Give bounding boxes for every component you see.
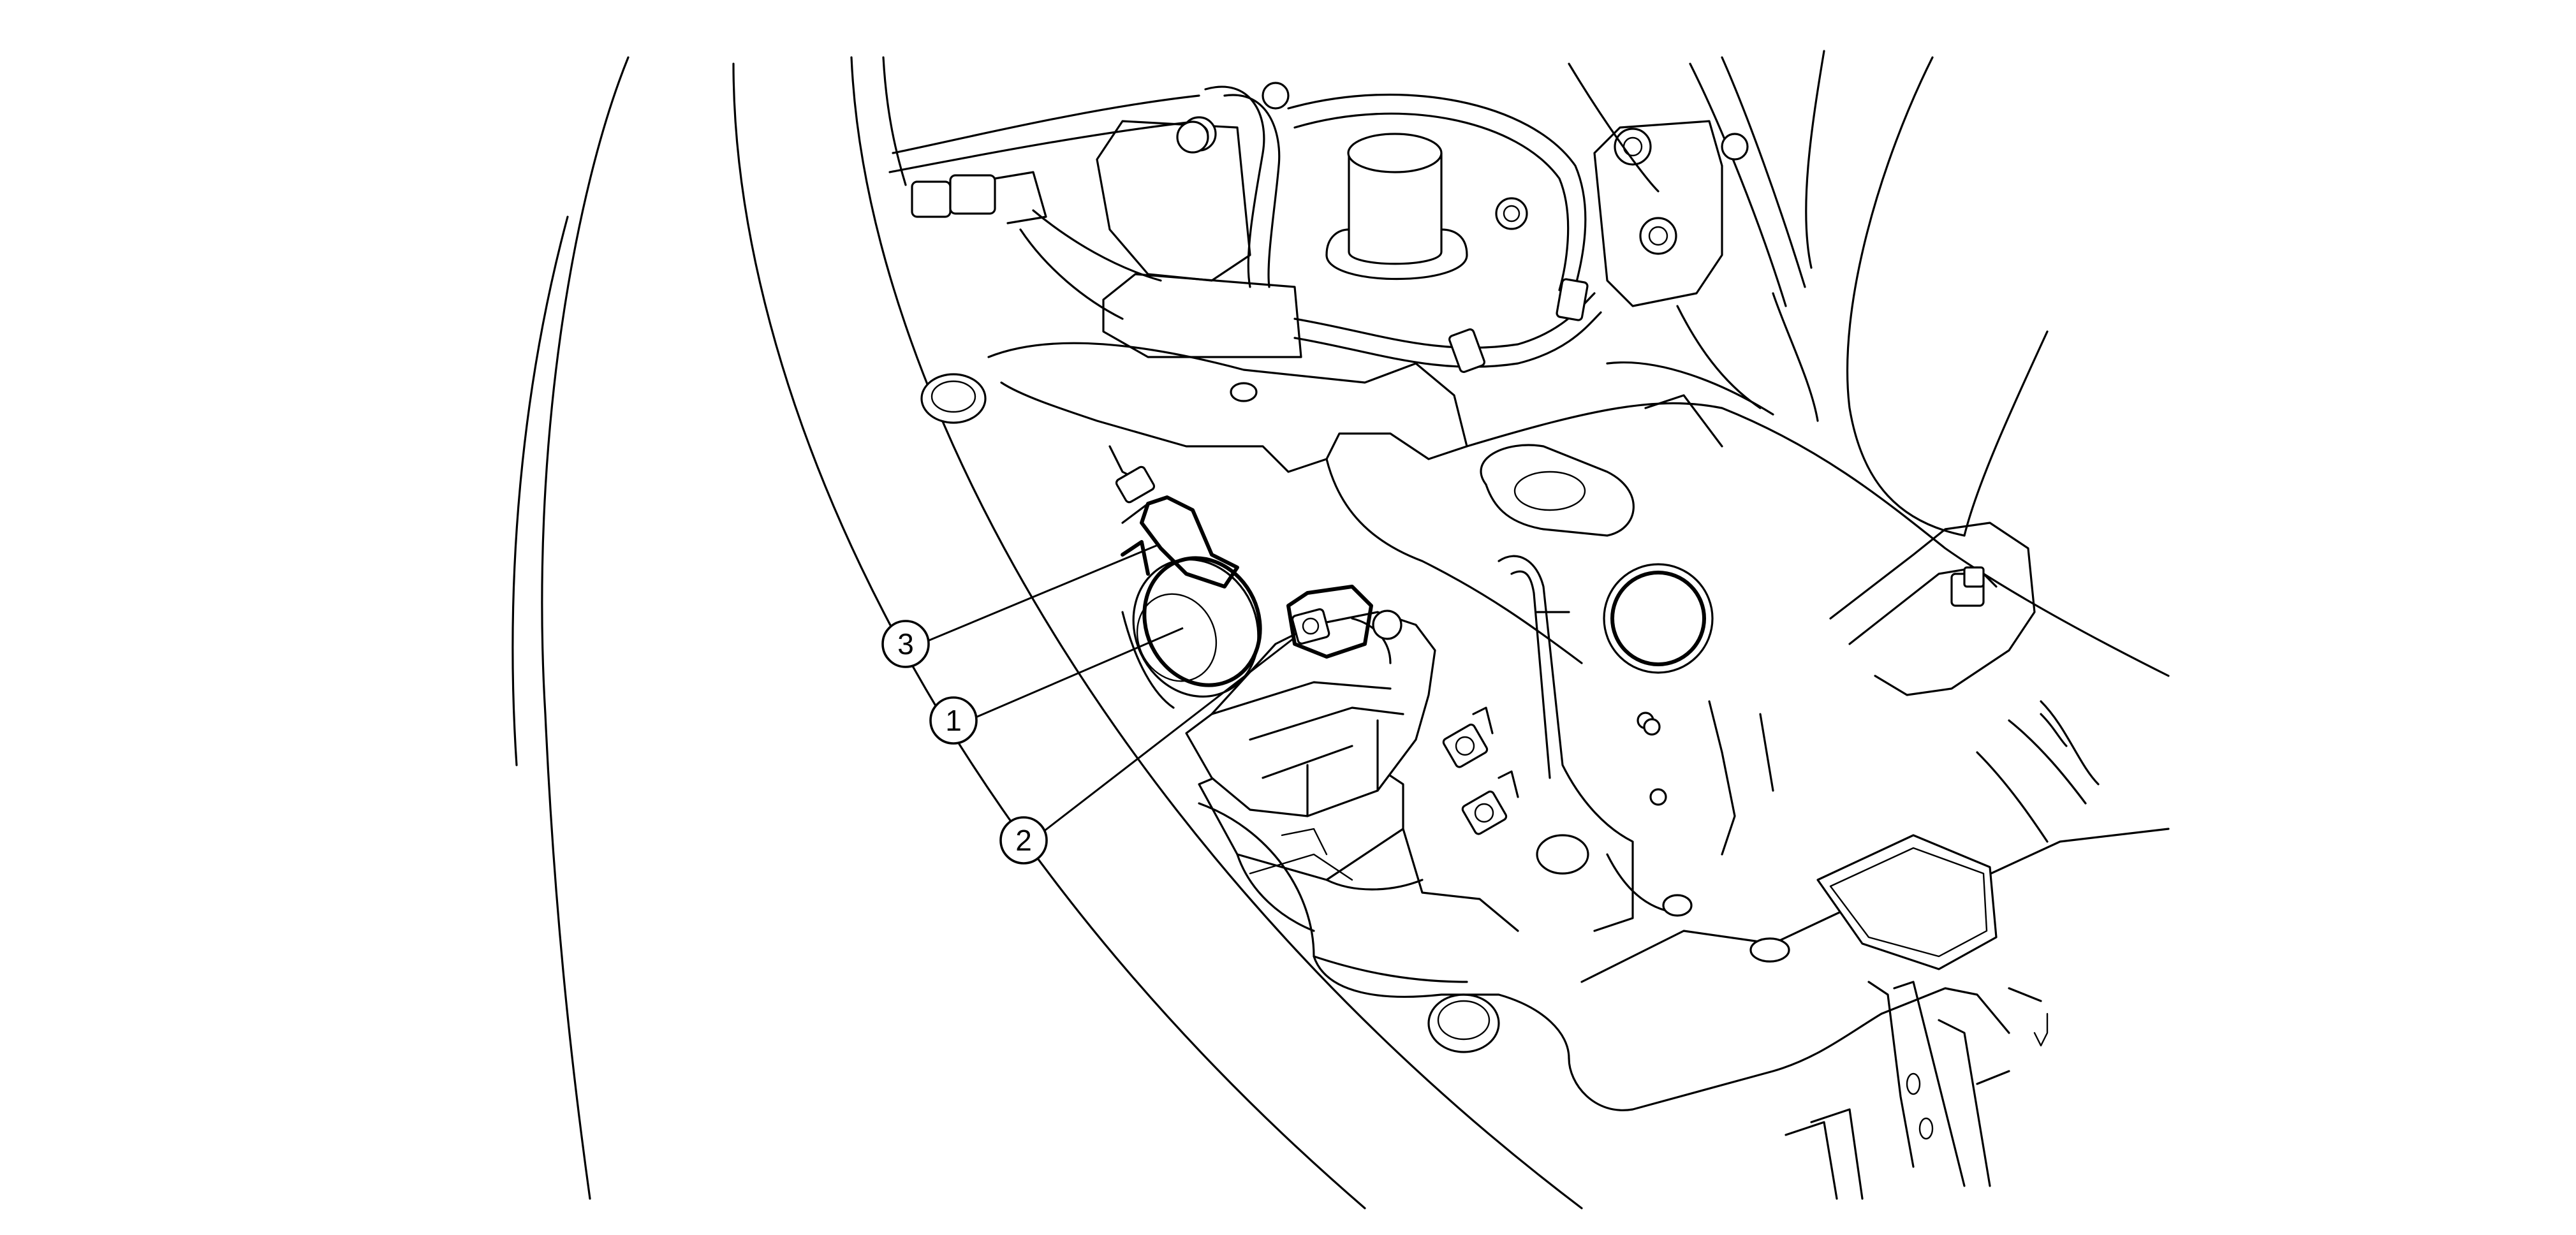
callout-1: 1 [929,696,978,745]
callout-1-label: 1 [945,704,962,737]
upper-right-bracket [1176,56,1806,409]
lower-frame-rail [1198,802,2170,1111]
top-hoses [1204,85,1602,373]
lower-right-bracket [1785,981,2049,1200]
center-vertical-bracket [1498,555,1693,932]
leader-lines [927,544,1295,833]
engine-mount-bracket [1185,610,1436,817]
bracket-item-3 [1108,445,1239,588]
grommets [920,373,1500,1053]
cross-member-frame [987,342,2170,677]
fender-outline [512,56,1583,1209]
leader-line-2 [1042,636,1295,833]
center-bolts [1442,706,1519,835]
bolt-item-2 [1286,585,1373,659]
callout-2: 2 [999,816,1048,865]
callout-2-label: 2 [1015,824,1032,857]
upper-left-bracket [888,94,1200,320]
leader-line-1 [975,627,1184,719]
callout-3-label: 3 [897,627,914,661]
leader-line-3 [927,544,1158,642]
right-structure [1568,50,2049,537]
callout-3-circle [881,620,930,668]
right-stud-bracket [1829,522,2100,805]
reservoir-cylinder [1325,133,1468,281]
right-edge-details [1643,700,2068,856]
callout-1-circle [929,696,978,745]
callout-3: 3 [881,620,930,668]
callout-2-circle [999,816,1048,865]
